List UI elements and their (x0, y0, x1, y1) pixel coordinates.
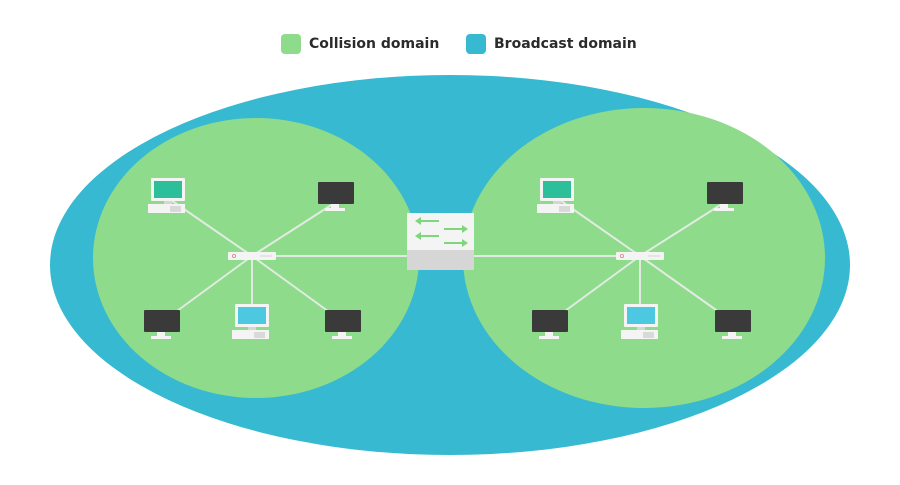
desktop-pc-icon (537, 178, 574, 213)
hub-icon (616, 252, 664, 260)
legend-label-collision: Collision domain (309, 36, 440, 52)
desktop-pc-icon (621, 304, 658, 339)
broadcast-swatch (466, 34, 486, 54)
monitor-icon (532, 310, 568, 339)
switch-icon (407, 213, 474, 270)
legend-label-broadcast: Broadcast domain (494, 36, 637, 52)
legend-item-broadcast: Broadcast domain (466, 33, 637, 55)
legend-item-collision: Collision domain (281, 33, 439, 55)
monitor-icon (318, 182, 354, 211)
monitor-icon (144, 310, 180, 339)
monitor-icon (715, 310, 751, 339)
desktop-pc-icon (232, 304, 269, 339)
hub-icon (228, 252, 276, 260)
switch-arrows (415, 217, 468, 247)
monitor-icon (707, 182, 743, 211)
monitor-icon (325, 310, 361, 339)
legend: Collision domain Broadcast domain (0, 33, 900, 55)
desktop-pc-icon (148, 178, 185, 213)
collision-swatch (281, 34, 301, 54)
